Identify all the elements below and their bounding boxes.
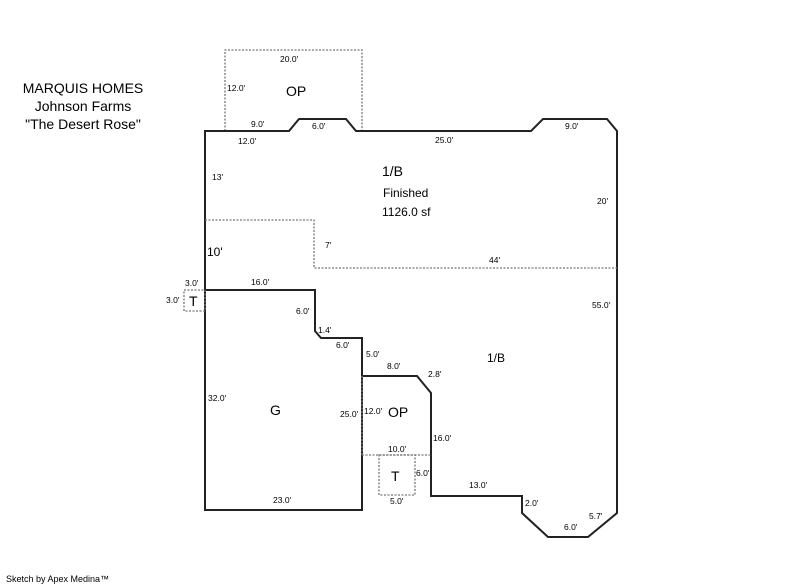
dim-inner-porch-depth: 12.0' [364,406,383,416]
dim-bottom-diag: 5.7' [589,511,603,521]
left-terrace-outline [183,289,206,312]
dim-left-upper: 13' [212,172,223,182]
company-name: MARQUIS HOMES [22,80,144,96]
dim-garage-bottom: 23.0' [273,495,292,505]
ten-ft-label: 10' [207,245,223,259]
dim-left-terrace-width: 3.0' [185,278,199,288]
bottom-terrace-outline [378,454,416,496]
dim-top-bump: 6.0' [312,121,326,131]
dim-top-right-bump: 9.0' [565,121,579,131]
dim-inner-porch-top: 8.0' [387,361,401,371]
dim-bottom-terrace-depth: 6.0' [416,468,430,478]
dim-garage-step2: 6.0' [336,340,350,350]
dim-right-side: 55.0' [592,300,611,310]
dim-garage-step1: 6.0' [296,306,310,316]
dim-top-wall-mid: 25.0' [435,135,454,145]
garage-wall [205,289,363,376]
garage-label: G [270,402,281,418]
building-outline [204,118,618,538]
dim-garage-right: 25.0' [340,409,359,419]
inner-porch-label: OP [388,404,408,420]
main-area-size: 1126.0 sf [382,205,431,219]
dim-left-terrace-depth: 3.0' [166,295,180,305]
dim-bottom-terrace-width: 5.0' [390,496,404,506]
sketch-credit: Sketch by Apex Medina™ [6,574,110,584]
dim-top-left-segment: 9.0' [251,119,265,129]
dim-top-wall-left: 12.0' [238,136,257,146]
dim-inner-porch-right: 16.0' [433,433,452,443]
dim-garage-diag: 1.4' [318,325,332,335]
title-block: MARQUIS HOMES Johnson Farms "The Desert … [0,79,166,133]
subdivision-name: Johnson Farms [34,98,132,114]
main-area-label: 1/B [382,163,403,179]
top-porch-label: OP [286,83,306,99]
dim-right-upper: 20' [597,196,608,206]
dim-bottom-segment: 13.0' [469,480,488,490]
dim-inner-porch-diag: 2.8' [428,369,442,379]
lower-area-label: 1/B [487,351,505,365]
dim-interior-width: 44' [489,255,500,265]
dim-top-porch-depth: 12.0' [227,83,246,93]
dim-garage-top: 16.0' [251,277,270,287]
interior-split-line [205,219,617,269]
model-name: "The Desert Rose" [25,116,141,132]
dim-garage-step3: 5.0' [366,349,380,359]
top-porch-outline [224,49,363,131]
left-terrace-label: T [189,293,198,309]
dim-top-porch-width: 20.0' [280,54,299,64]
dim-step-height: 7' [325,240,332,250]
dim-garage-left: 32.0' [208,393,227,403]
dim-bottom-base: 6.0' [564,522,578,532]
bottom-terrace-label: T [391,468,400,484]
dim-inner-porch-bottom: 10.0' [388,444,407,454]
main-area-status: Finished [383,186,428,200]
dim-bottom-step: 2.0' [525,498,539,508]
